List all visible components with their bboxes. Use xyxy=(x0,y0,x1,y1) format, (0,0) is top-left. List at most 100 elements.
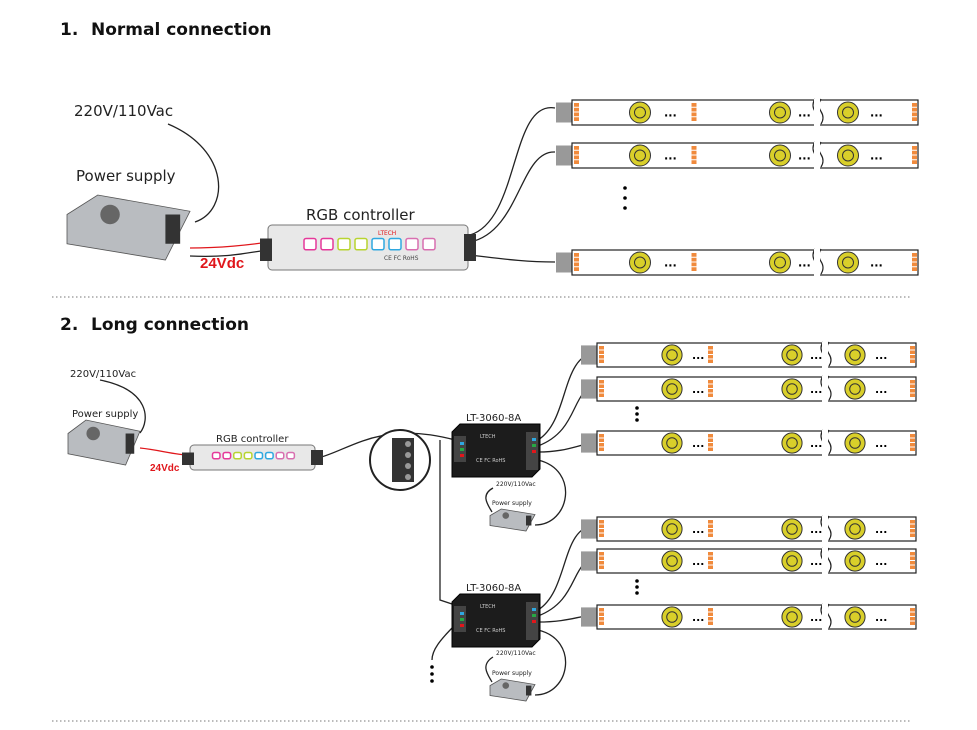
controller-button xyxy=(354,237,368,251)
wire-color-marker xyxy=(532,620,536,623)
strip-ellipsis: ... xyxy=(810,437,822,450)
solder-pad xyxy=(691,117,697,121)
dc-red-wire xyxy=(189,241,269,249)
solder-pad xyxy=(910,346,915,350)
led-ring xyxy=(634,149,646,162)
controller-button xyxy=(222,451,232,460)
solder-pad xyxy=(910,552,915,556)
vertical-ellipsis xyxy=(635,418,639,422)
section-1-title: Normal connection xyxy=(91,20,272,40)
terminal-screw xyxy=(405,452,411,458)
strip-ellipsis: ... xyxy=(810,611,822,624)
solder-pad xyxy=(691,160,697,164)
normal-controller-label: RGB controller xyxy=(306,206,415,224)
controller-button xyxy=(254,451,264,460)
led-ring xyxy=(786,523,798,535)
led-ring xyxy=(842,149,854,162)
strip-ellipsis: ... xyxy=(810,555,822,568)
strip-body xyxy=(596,376,917,402)
strip-connector xyxy=(556,145,572,166)
led-ring xyxy=(849,349,861,361)
solder-pad xyxy=(912,146,917,150)
amp-power-wire xyxy=(534,629,567,696)
wire-color-marker xyxy=(532,438,536,441)
solder-pad xyxy=(599,380,604,384)
normal-mains-label: 220V/110Vac xyxy=(74,102,173,120)
strip-ellipsis: ... xyxy=(692,523,704,536)
controller-button xyxy=(211,451,221,460)
led xyxy=(769,251,791,274)
amplifier-marks: CE FC RoHS xyxy=(476,458,505,464)
led-ring xyxy=(666,611,678,623)
strip-connector xyxy=(556,102,572,123)
controller-marks: CE FC RoHS xyxy=(384,256,419,262)
solder-pad xyxy=(599,565,604,569)
controller-button xyxy=(388,237,402,251)
vertical-ellipsis xyxy=(635,579,639,583)
led xyxy=(769,101,791,124)
normal-psu-label: Power supply xyxy=(76,167,176,185)
led-ring xyxy=(786,611,798,623)
led-ring xyxy=(849,437,861,449)
strip-ellipsis: ... xyxy=(692,349,704,362)
led xyxy=(844,550,866,572)
vertical-ellipsis xyxy=(623,196,627,200)
strip-connector xyxy=(581,519,597,539)
terminal-screw xyxy=(405,463,411,469)
long-mains-cable xyxy=(99,379,146,434)
solder-pad xyxy=(574,262,579,267)
solder-pad xyxy=(599,438,604,442)
strip-body xyxy=(596,430,917,456)
solder-pad xyxy=(574,146,579,150)
led-ring xyxy=(849,555,861,567)
amplifier-body xyxy=(451,423,541,478)
strip-gap xyxy=(814,142,820,169)
solder-pad xyxy=(708,350,713,354)
solder-pad xyxy=(912,112,917,117)
controller-button xyxy=(405,237,419,251)
solder-pad xyxy=(599,393,604,397)
strip-gap xyxy=(822,604,828,630)
strip-ellipsis: ... xyxy=(798,150,811,163)
vertical-ellipsis xyxy=(430,672,434,676)
wire-color-marker xyxy=(460,624,464,627)
led-ring xyxy=(849,611,861,623)
solder-pad xyxy=(912,117,917,121)
led xyxy=(629,251,651,274)
solder-pad xyxy=(910,524,915,528)
amp2-psu-label: Power supply xyxy=(492,670,532,677)
solder-pad xyxy=(574,253,579,257)
normal-strip-1: ......... xyxy=(556,98,919,126)
long-strip-6: ......... xyxy=(581,603,917,630)
led-ring xyxy=(634,256,646,269)
solder-pad xyxy=(910,443,915,447)
long-strip-2: ......... xyxy=(581,375,917,402)
terminal-block xyxy=(526,685,532,696)
solder-pad xyxy=(574,150,579,155)
solder-pad xyxy=(912,107,917,112)
solder-pad xyxy=(910,380,915,384)
solder-pad xyxy=(910,556,915,560)
terminal-block xyxy=(526,515,532,526)
solder-pad xyxy=(691,146,697,150)
amp2-mains-label: 220V/110Vac xyxy=(496,650,536,657)
solder-pad xyxy=(599,443,604,447)
long-power-supply xyxy=(67,419,141,466)
led xyxy=(769,144,791,167)
long-strip-1: ......... xyxy=(581,341,917,368)
controller-button xyxy=(371,237,385,251)
solder-pad xyxy=(708,556,713,560)
solder-pad xyxy=(910,621,915,625)
solder-pad xyxy=(691,155,697,160)
solder-pad xyxy=(910,384,915,388)
amp-mains-cable xyxy=(485,656,494,683)
fan-icon xyxy=(502,682,510,689)
led xyxy=(781,432,803,454)
strip-body xyxy=(596,516,917,542)
solder-pad xyxy=(708,533,713,537)
solder-pad xyxy=(574,160,579,164)
amp-power-wire xyxy=(534,459,567,526)
vertical-ellipsis xyxy=(430,679,434,683)
long-strip-5: ......... xyxy=(581,547,917,574)
